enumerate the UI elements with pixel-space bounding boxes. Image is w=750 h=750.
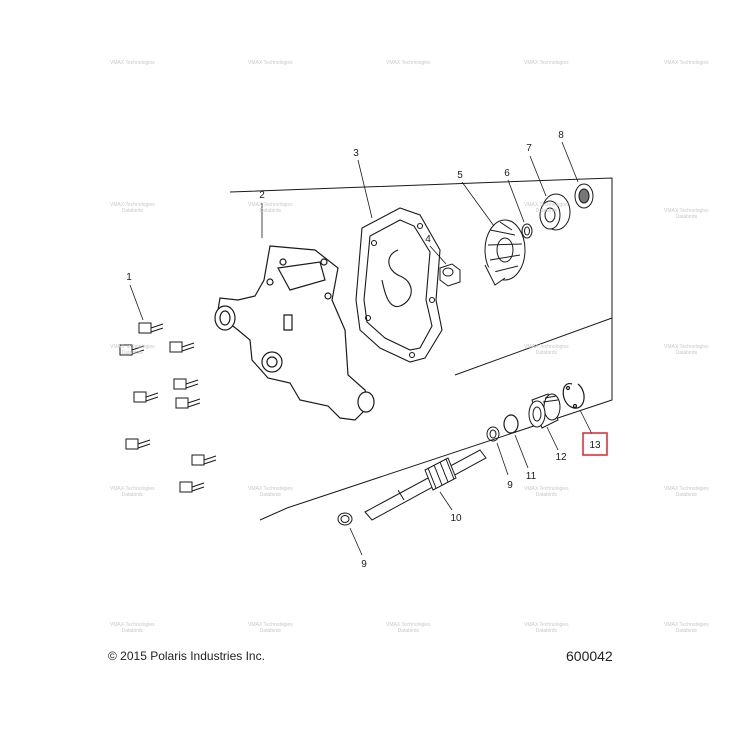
callout-11: 11	[526, 471, 537, 482]
leader-9b	[496, 442, 509, 476]
watermark: VMAX Technologies	[248, 60, 293, 66]
callout-5: 5	[457, 170, 463, 181]
leader-1	[129, 284, 144, 321]
watermark: VMAX Technologies	[110, 60, 155, 66]
bearing	[539, 193, 571, 231]
retaining-ring	[562, 383, 585, 409]
callout-13: 13	[589, 440, 601, 451]
washer-6	[521, 223, 533, 239]
callout-4: 4	[425, 234, 431, 245]
callout-8: 8	[558, 130, 564, 141]
leader-5	[461, 181, 495, 227]
leader-10	[439, 491, 453, 511]
callout-13-highlight-box	[582, 432, 608, 456]
washer-9	[337, 426, 500, 526]
callout-9-lower: 9	[361, 559, 367, 570]
seal	[574, 183, 594, 209]
callout-7: 7	[526, 143, 532, 154]
seal-sleeve	[528, 393, 561, 429]
assembly-boundary	[229, 177, 613, 509]
impeller-nut	[439, 263, 461, 287]
callout-6: 6	[504, 168, 510, 179]
watermark: VMAX Technologies	[664, 60, 709, 66]
pump-shaft	[364, 449, 487, 521]
callout-10: 10	[450, 513, 462, 524]
gasket	[355, 207, 443, 363]
diagram-part-number: 600042	[566, 648, 613, 664]
leader-4	[429, 245, 447, 265]
watermark: VMAX Technologies	[386, 60, 431, 66]
leader-13	[579, 409, 593, 435]
leader-3	[357, 159, 373, 219]
leader-11	[514, 434, 529, 469]
assembly-boundary-left	[259, 507, 288, 521]
pump-housing	[214, 245, 375, 421]
callout-9-upper: 9	[507, 480, 513, 491]
bolts	[119, 322, 217, 493]
leader-7	[529, 155, 547, 197]
leader-8	[561, 141, 579, 183]
callout-12: 12	[555, 452, 567, 463]
impeller	[484, 219, 526, 286]
watermark: VMAX Technologies	[524, 60, 569, 66]
copyright-notice: © 2015 Polaris Industries Inc.	[108, 649, 265, 663]
o-ring	[503, 414, 519, 434]
callout-2: 2	[259, 190, 265, 201]
leader-12	[546, 426, 559, 451]
leader-6	[507, 179, 525, 223]
callout-1: 1	[126, 272, 132, 283]
callout-3: 3	[353, 148, 359, 159]
leader-9a	[349, 527, 363, 556]
